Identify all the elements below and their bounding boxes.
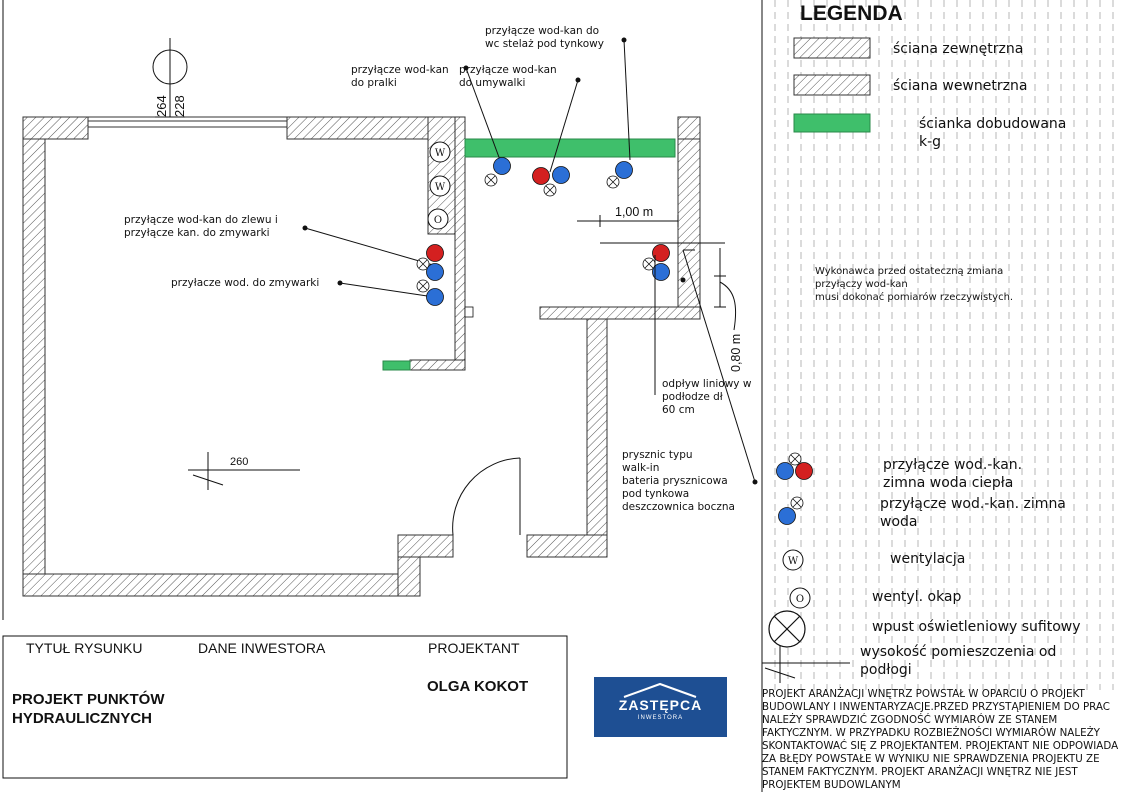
title-block-frame bbox=[2, 635, 568, 779]
title-block-investor-label: DANE INWESTORA bbox=[198, 640, 326, 656]
wall-corridor-right bbox=[586, 318, 608, 558]
connection-umywalka bbox=[532, 166, 570, 197]
legend-symbol-hot-cold bbox=[776, 452, 813, 480]
legend-hot-cold-connection: przyłącze wod.-kan.zimna woda ciepła bbox=[883, 457, 1023, 491]
green-drywall-bathroom bbox=[464, 138, 676, 158]
wall-right-upper bbox=[677, 138, 701, 318]
legend-symbol-ceiling-light bbox=[768, 610, 806, 648]
window-opening bbox=[87, 116, 288, 128]
connection-zmywarka bbox=[416, 279, 474, 318]
designer-name: OLGA KOKOT bbox=[427, 678, 529, 695]
wall-bottom bbox=[22, 573, 399, 597]
svg-text:O: O bbox=[434, 215, 442, 226]
wall-top-left bbox=[22, 116, 89, 140]
legend-symbol-height bbox=[762, 645, 850, 683]
legend-swatch-interior-wall bbox=[793, 74, 871, 96]
legend-swatch-exterior-wall bbox=[793, 37, 871, 59]
height-marker-260 bbox=[188, 452, 300, 490]
svg-text:O: O bbox=[796, 594, 804, 605]
dim-260: 260 bbox=[230, 456, 248, 468]
wall-left bbox=[22, 138, 46, 575]
title-block-designer-label: PROJEKTANT bbox=[428, 640, 520, 656]
house-roof-icon bbox=[623, 682, 697, 698]
entrance-door bbox=[452, 457, 521, 536]
wall-top-right bbox=[677, 116, 701, 140]
label-zmywarka-connection: przyłacze wod. do zmywarki bbox=[171, 277, 320, 289]
wall-door-right bbox=[526, 534, 608, 558]
legend-ventilation: wentylacja bbox=[890, 551, 966, 567]
legend-exterior-wall: ściana zewnętrzna bbox=[893, 41, 1024, 57]
svg-text:W: W bbox=[435, 182, 446, 193]
svg-text:W: W bbox=[788, 556, 799, 567]
vent-okap: O bbox=[427, 208, 449, 230]
project-disclaimer-notes: PROJEKT ARANŻACJI WNĘTRZ POWSTAŁ W OPARC… bbox=[762, 688, 1119, 791]
wall-door-left-step bbox=[397, 534, 454, 558]
company-logo: ZASTĘPCA INWESTORA bbox=[594, 677, 727, 737]
legend-hood-vent: wentyl. okap bbox=[872, 589, 962, 605]
green-drywall-stub bbox=[382, 360, 411, 371]
svg-text:W: W bbox=[435, 148, 446, 159]
connection-wc bbox=[606, 161, 633, 189]
legend-symbol-vent-w: W bbox=[782, 549, 804, 571]
dim-100: 1,00 m bbox=[615, 205, 653, 219]
legend-symbol-cold bbox=[778, 496, 804, 525]
vent-w-2: W bbox=[429, 175, 451, 197]
legend-swatch-green-wall bbox=[793, 113, 871, 133]
dim-228: 228 bbox=[172, 95, 187, 117]
dimension-080 bbox=[714, 248, 737, 331]
legend-interior-wall: ściana wewnetrzna bbox=[893, 78, 1028, 94]
legend-symbol-vent-o: O bbox=[789, 587, 811, 609]
ceiling-height-marker bbox=[152, 38, 188, 118]
connection-prysznic bbox=[642, 244, 670, 281]
legend-ceiling-light: wpust oświetleniowy sufitowy bbox=[872, 619, 1081, 635]
connection-zlew bbox=[416, 244, 444, 281]
title-block-drawing-title-label: TYTUŁ RYSUNKU bbox=[26, 640, 143, 656]
dim-080: 0,80 m bbox=[729, 334, 743, 372]
leader-dots bbox=[302, 37, 758, 485]
wall-partition-kitchen bbox=[454, 116, 466, 371]
legend-title: LEGENDA bbox=[800, 2, 903, 25]
legend-background-dashes bbox=[774, 0, 1114, 690]
vent-w-1: W bbox=[429, 141, 451, 163]
walls bbox=[22, 116, 701, 597]
dim-264: 264 bbox=[154, 95, 169, 117]
leader-lines bbox=[304, 39, 756, 483]
connection-pralka bbox=[484, 157, 511, 187]
wall-door-left bbox=[397, 556, 421, 597]
wall-stub bbox=[409, 359, 466, 371]
dimension-100 bbox=[577, 215, 725, 244]
wall-bathroom-bottom bbox=[539, 306, 701, 320]
